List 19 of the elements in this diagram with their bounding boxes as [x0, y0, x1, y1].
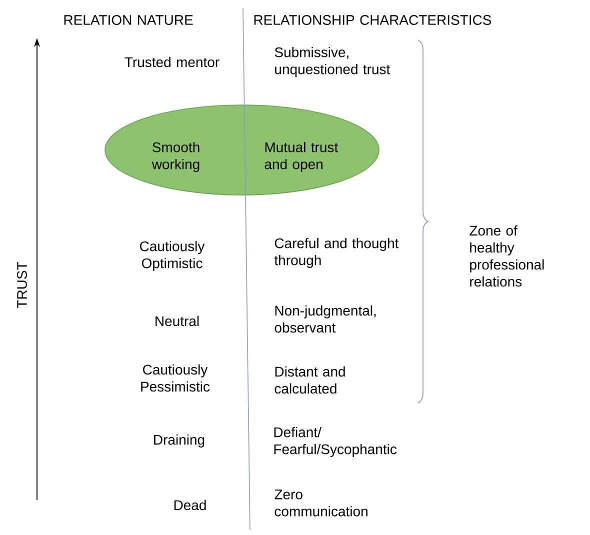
column-heading: RELATION NATURE — [64, 15, 193, 25]
row-label: Draining — [154, 434, 204, 448]
zone-label: Zone of healthy professional relations — [470, 225, 544, 287]
row-label: Neutral — [156, 316, 199, 326]
ellipse — [104, 104, 380, 196]
row-label: Cautiously Pessimistic — [141, 364, 210, 392]
description-text: Careful and thought through — [274, 238, 399, 268]
description-text: Submissive, unquestioned trust — [274, 46, 390, 77]
description-text: Zero communication — [274, 490, 368, 516]
description-text: Defiant/ Fearful/Sycophantic — [274, 426, 397, 457]
description-text: Distant and calculated — [274, 366, 345, 394]
ellipse-text: Mutual trust and open — [264, 142, 338, 172]
row-label: Trusted mentor — [124, 56, 220, 68]
row-label: Cautiously Optimistic — [140, 240, 205, 271]
column-heading: RELATIONSHIP CHARACTERISTICS — [254, 15, 492, 25]
description-text: Non-judgmental, observant — [274, 305, 376, 333]
axis-label: TRUST — [17, 262, 27, 308]
row-label: Dead — [174, 500, 206, 510]
ellipse-text: Smooth working — [152, 142, 200, 172]
